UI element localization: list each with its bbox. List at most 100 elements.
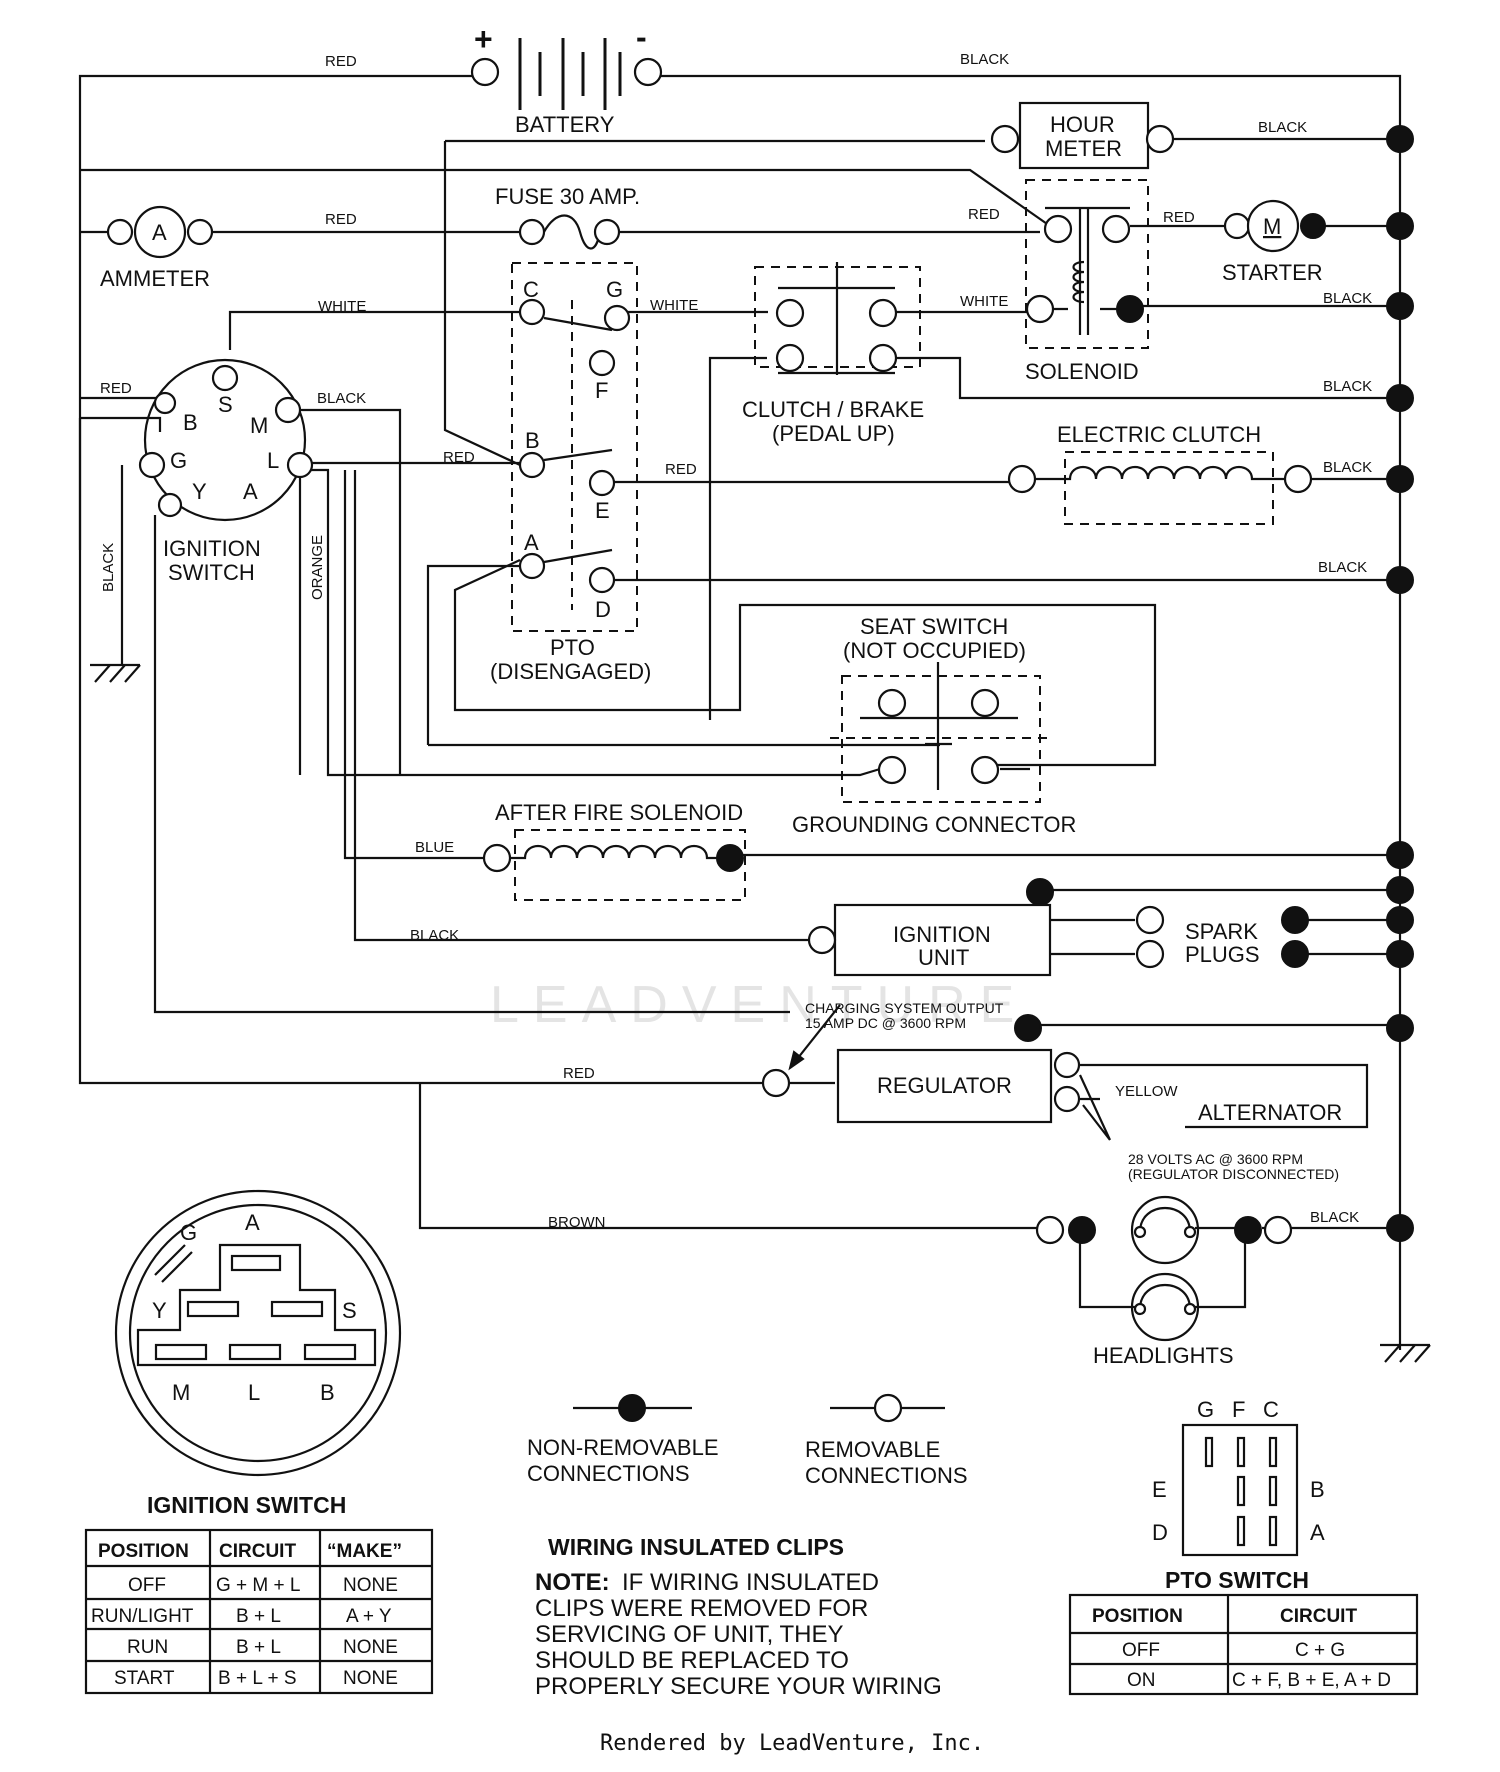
ammeter-label: AMMETER bbox=[100, 266, 210, 291]
ignition-table-title: IGNITION SWITCH bbox=[147, 1492, 346, 1518]
pto-label-1: PTO bbox=[550, 635, 595, 660]
ignition-table-cell: B + L + S bbox=[218, 1668, 297, 1689]
inset-label-b: B bbox=[320, 1380, 335, 1405]
wire-label-blue: BLUE bbox=[415, 839, 454, 856]
fuse-label: FUSE 30 AMP. bbox=[495, 184, 640, 209]
ign-terminal-s: S bbox=[218, 392, 233, 417]
battery-plus-label: + bbox=[474, 21, 493, 57]
pto-switch-table: PTO SWITCH POSITION CIRCUIT OFF C + G ON… bbox=[1068, 1567, 1419, 1696]
electric-clutch-label: ELECTRIC CLUTCH bbox=[1057, 422, 1261, 447]
pto-terminal-d: D bbox=[595, 597, 611, 622]
pto-table-cell: C + F, B + E, A + D bbox=[1232, 1670, 1391, 1691]
wire-label-red-3: RED bbox=[968, 206, 1000, 223]
ignition-table-cell: A + Y bbox=[346, 1606, 392, 1627]
wire-label-red-5: RED bbox=[100, 380, 132, 397]
pto-inset-right-a: A bbox=[1310, 1520, 1325, 1545]
wires bbox=[78, 74, 1431, 1363]
legend-removable-2: CONNECTIONS bbox=[805, 1463, 968, 1488]
ignition-switch-label-1: IGNITION bbox=[163, 536, 261, 561]
after-fire-solenoid-label: AFTER FIRE SOLENOID bbox=[495, 800, 743, 825]
seat-switch: SEAT SWITCH (NOT OCCUPIED) GROUNDING CON… bbox=[792, 614, 1076, 837]
pto-inset-top-g: G bbox=[1197, 1397, 1214, 1422]
charging-output-label-1: CHARGING SYSTEM OUTPUT bbox=[805, 1000, 1004, 1016]
wire-label-red-6: RED bbox=[443, 449, 475, 466]
note-line: SHOULD BE REPLACED TO bbox=[535, 1647, 849, 1674]
regulator-label: REGULATOR bbox=[877, 1073, 1012, 1098]
seat-switch-label-2: (NOT OCCUPIED) bbox=[843, 638, 1026, 663]
legend-non-removable-1: NON-REMOVABLE bbox=[527, 1435, 719, 1460]
note-line: SERVICING OF UNIT, THEY bbox=[535, 1621, 844, 1648]
note-prefix: NOTE: bbox=[535, 1569, 610, 1596]
pto-inset-left-d: D bbox=[1152, 1520, 1168, 1545]
inset-label-m: M bbox=[172, 1380, 190, 1405]
wire-label-red-8: RED bbox=[563, 1065, 595, 1082]
pto-table-cell: C + G bbox=[1295, 1640, 1345, 1661]
pto-switch-inset: G F C E D B A bbox=[1152, 1397, 1325, 1557]
ground-bus-connections bbox=[1386, 125, 1414, 1242]
ignition-table-cell: RUN/LIGHT bbox=[91, 1606, 194, 1627]
pto-inset-top-f: F bbox=[1232, 1397, 1245, 1422]
wire-label-black-9: BLACK bbox=[410, 927, 459, 944]
ignition-table-cell: G + M + L bbox=[216, 1575, 300, 1596]
pto-inset-left-e: E bbox=[1152, 1477, 1167, 1502]
pto-inset-top-c: C bbox=[1263, 1397, 1279, 1422]
ignition-switch-inset: G A Y S M L B bbox=[114, 1189, 402, 1477]
pto-switch: C G F B E A D PTO (DISENGAGED) bbox=[490, 277, 651, 684]
wire-label-red-7: RED bbox=[665, 461, 697, 478]
wire-label-black-7: BLACK bbox=[1318, 559, 1367, 576]
wire-label-orange: ORANGE bbox=[309, 535, 326, 600]
ammeter: A AMMETER bbox=[100, 205, 214, 291]
wire-label-white-2: WHITE bbox=[650, 297, 698, 314]
hour-meter: HOUR METER bbox=[990, 101, 1175, 170]
note-title: WIRING INSULATED CLIPS bbox=[548, 1534, 844, 1560]
wire-label-black-6: BLACK bbox=[1323, 459, 1372, 476]
clutch-brake-label-1: CLUTCH / BRAKE bbox=[742, 397, 924, 422]
headlights: HEADLIGHTS bbox=[1035, 1195, 1293, 1368]
alternator-label: ALTERNATOR bbox=[1198, 1100, 1342, 1125]
pto-table-header-1: CIRCUIT bbox=[1280, 1606, 1357, 1627]
pto-table-title: PTO SWITCH bbox=[1165, 1567, 1309, 1593]
headlights-label: HEADLIGHTS bbox=[1093, 1343, 1234, 1368]
solenoid-label: SOLENOID bbox=[1025, 359, 1139, 384]
wire-label-brown: BROWN bbox=[548, 1214, 606, 1231]
wire-label-black-2: BLACK bbox=[1258, 119, 1307, 136]
ignition-table-cell: NONE bbox=[343, 1668, 398, 1689]
inset-label-l: L bbox=[248, 1380, 260, 1405]
wire-label-red-4: RED bbox=[1163, 209, 1195, 226]
pto-terminal-a: A bbox=[524, 530, 539, 555]
inset-label-a: A bbox=[245, 1210, 260, 1235]
grounding-connector-label: GROUNDING CONNECTOR bbox=[792, 812, 1076, 837]
ign-terminal-g: G bbox=[170, 448, 187, 473]
battery-label: BATTERY bbox=[515, 112, 615, 137]
legend-removable-1: REMOVABLE bbox=[805, 1437, 940, 1462]
ignition-unit-label-1: IGNITION bbox=[893, 922, 991, 947]
wire-label-red-2: RED bbox=[325, 211, 357, 228]
ignition-unit: IGNITION UNIT SPARK PLUGS bbox=[807, 878, 1309, 977]
legend-non-removable-2: CONNECTIONS bbox=[527, 1461, 690, 1486]
ignition-table-cell: OFF bbox=[128, 1575, 166, 1596]
note-line: PROPERLY SECURE YOUR WIRING bbox=[535, 1673, 942, 1700]
pto-terminal-f: F bbox=[595, 378, 608, 403]
charging-output-label-2: 15 AMP DC @ 3600 RPM bbox=[805, 1015, 966, 1031]
alternator-note-2: (REGULATOR DISCONNECTED) bbox=[1128, 1166, 1339, 1182]
battery: BATTERY + - bbox=[470, 19, 663, 137]
ignition-table-cell: B + L bbox=[236, 1637, 281, 1658]
regulator: REGULATOR CHARGING SYSTEM OUTPUT 15 AMP … bbox=[761, 1000, 1342, 1182]
ignition-table-cell: RUN bbox=[127, 1637, 168, 1658]
ign-terminal-b: B bbox=[183, 410, 198, 435]
ignition-table-cell: NONE bbox=[343, 1575, 398, 1596]
wiring-note: WIRING INSULATED CLIPS NOTE: IF WIRING I… bbox=[535, 1534, 942, 1700]
fuse: FUSE 30 AMP. bbox=[495, 184, 640, 250]
wire-label-black-1: BLACK bbox=[960, 51, 1009, 68]
ignition-unit-label-2: UNIT bbox=[918, 945, 969, 970]
inset-label-y: Y bbox=[152, 1298, 167, 1323]
ammeter-symbol: A bbox=[152, 220, 167, 245]
wire-label-white-1: WHITE bbox=[318, 298, 366, 315]
pto-label-2: (DISENGAGED) bbox=[490, 659, 651, 684]
ignition-switch: S B M G L Y A IGNITION SWITCH bbox=[138, 358, 314, 585]
wire-label-black-3: BLACK bbox=[1323, 290, 1372, 307]
hour-meter-label-1: HOUR bbox=[1050, 112, 1115, 137]
pto-terminal-e: E bbox=[595, 498, 610, 523]
clutch-brake-switch: CLUTCH / BRAKE (PEDAL UP) bbox=[742, 262, 924, 446]
